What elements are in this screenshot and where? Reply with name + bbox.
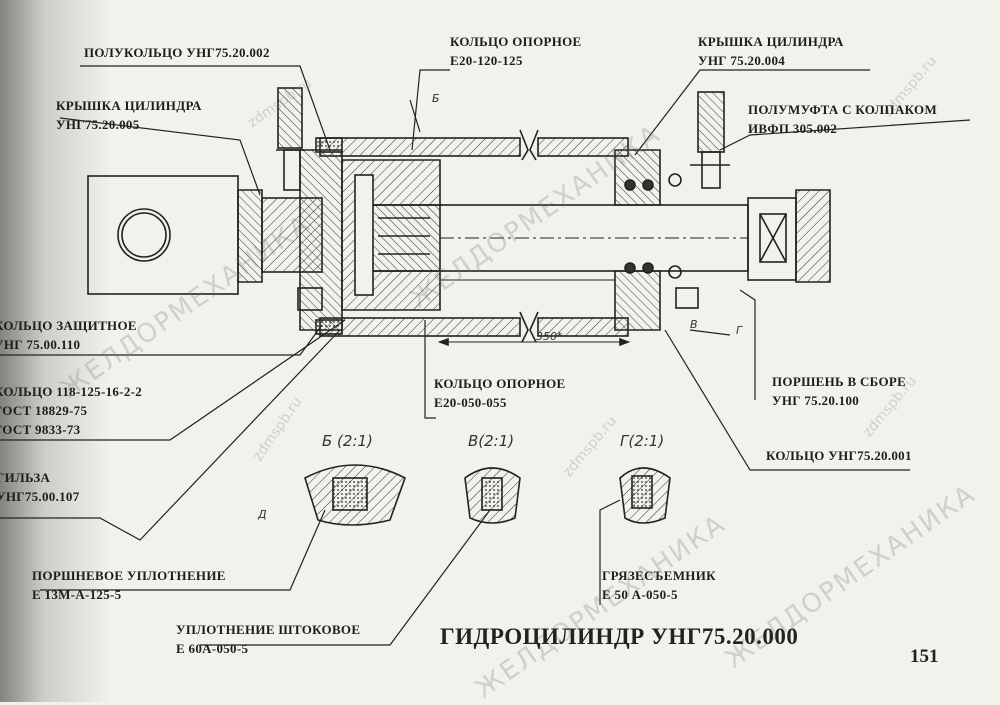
label-line: Е 60А-050-5 bbox=[176, 641, 249, 656]
label-line: УНГ75.00.107 bbox=[0, 489, 80, 504]
tag-v: В bbox=[690, 318, 698, 331]
detail-v-caption: В(2:1) bbox=[468, 432, 515, 450]
label-line: ИВФП 305.002 bbox=[748, 121, 838, 136]
label-line: УНГ 75.20.100 bbox=[772, 393, 860, 408]
clevis-body bbox=[87, 175, 239, 295]
label-line: УПЛОТНЕНИЕ ШТОКОВОЕ bbox=[176, 622, 361, 637]
label-kryshka-right: КРЫШКА ЦИЛИНДРА УНГ 75.20.004 bbox=[698, 32, 844, 70]
fitting-right bbox=[690, 91, 730, 189]
detail-v bbox=[464, 467, 521, 524]
label-line: Е20-050-055 bbox=[434, 395, 507, 410]
detail-b-caption: Б (2:1) bbox=[322, 432, 373, 450]
right-cover bbox=[614, 149, 661, 206]
label-line: ГИЛЬЗА bbox=[0, 470, 51, 485]
tag-b: Б bbox=[432, 92, 440, 105]
detail-b bbox=[304, 464, 406, 526]
dimension-350: 350* bbox=[536, 330, 563, 343]
label-line: КОЛЬЦО ЗАЩИТНОЕ bbox=[0, 318, 137, 333]
label-line: КОЛЬЦО ОПОРНОЕ bbox=[434, 376, 566, 391]
label-porshnevoe: ПОРШНЕВОЕ УПЛОТНЕНИЕ Е 13М-А-125-5 bbox=[32, 566, 226, 604]
sleeve-bottom-wall bbox=[319, 317, 521, 337]
tag-d: Д bbox=[258, 508, 267, 521]
label-koltso-opornoe-mid: КОЛЬЦО ОПОРНОЕ Е20-050-055 bbox=[434, 374, 566, 412]
label-kryshka-left: КРЫШКА ЦИЛИНДРА УНГ75.20.005 bbox=[56, 96, 202, 134]
label-line: Е 13М-А-125-5 bbox=[32, 587, 122, 602]
sleeve-top-wall bbox=[319, 137, 521, 157]
label-polumufta: ПОЛУМУФТА С КОЛПАКОМ ИВФП 305.002 bbox=[748, 100, 937, 138]
label-gilza: ГИЛЬЗА УНГ75.00.107 bbox=[0, 468, 80, 506]
page-title: ГИДРОЦИЛИНДР УНГ75.20.000 bbox=[440, 624, 799, 649]
label-koltso-zashchitnoe: КОЛЬЦО ЗАЩИТНОЕ УНГ 75.00.110 bbox=[0, 316, 137, 354]
label-line: КРЫШКА ЦИЛИНДРА bbox=[56, 98, 202, 113]
label-uplotnenie-shtok: УПЛОТНЕНИЕ ШТОКОВОЕ Е 60А-050-5 bbox=[176, 620, 360, 658]
label-line: УНГ 75.20.004 bbox=[698, 53, 786, 68]
label-line: УНГ75.20.005 bbox=[56, 117, 140, 132]
label-koltso-118: КОЛЬЦО 118-125-16-2-2 ГОСТ 18829-75 ГОСТ… bbox=[0, 382, 142, 439]
label-line: ГОСТ 18829-75 bbox=[0, 403, 88, 418]
detail-g-caption: Г(2:1) bbox=[620, 432, 665, 450]
label-line: УНГ 75.00.110 bbox=[0, 337, 81, 352]
label-line: КОЛЬЦО ОПОРНОЕ bbox=[450, 34, 582, 49]
label-line: КОЛЬЦО 118-125-16-2-2 bbox=[0, 384, 143, 399]
label-line: ГОСТ 9833-73 bbox=[0, 422, 81, 437]
label-line: ГРЯЗЕСЪЕМНИК bbox=[602, 568, 716, 583]
label-line: ПОРШЕНЬ В СБОРЕ bbox=[772, 374, 907, 389]
label-koltso-001: КОЛЬЦО УНГ75.20.001 bbox=[766, 446, 912, 465]
label-koltso-opornoe-top: КОЛЬЦО ОПОРНОЕ Е20-120-125 bbox=[450, 32, 582, 70]
label-line: ПОЛУМУФТА С КОЛПАКОМ bbox=[748, 102, 938, 117]
label-line: Е20-120-125 bbox=[450, 53, 523, 68]
label-line: КРЫШКА ЦИЛИНДРА bbox=[698, 34, 844, 49]
fitting-left bbox=[276, 87, 304, 191]
label-gryazesemnik: ГРЯЗЕСЪЕМНИК Е 50 А-050-5 bbox=[602, 566, 716, 604]
label-line: КОЛЬЦО УНГ75.20.001 bbox=[766, 448, 912, 463]
label-polukoltso: ПОЛУКОЛЬЦО УНГ75.20.002 bbox=[84, 43, 270, 62]
label-porshen: ПОРШЕНЬ В СБОРЕ УНГ 75.20.100 bbox=[772, 372, 906, 410]
detail-g bbox=[619, 467, 671, 524]
page-number: 151 bbox=[910, 646, 939, 667]
label-line: Е 50 А-050-5 bbox=[602, 587, 678, 602]
label-line: ПОЛУКОЛЬЦО УНГ75.20.002 bbox=[84, 45, 270, 60]
tag-g: Г bbox=[736, 324, 743, 337]
clevis-eye bbox=[117, 208, 171, 262]
label-line: ПОРШНЕВОЕ УПЛОТНЕНИЕ bbox=[32, 568, 226, 583]
